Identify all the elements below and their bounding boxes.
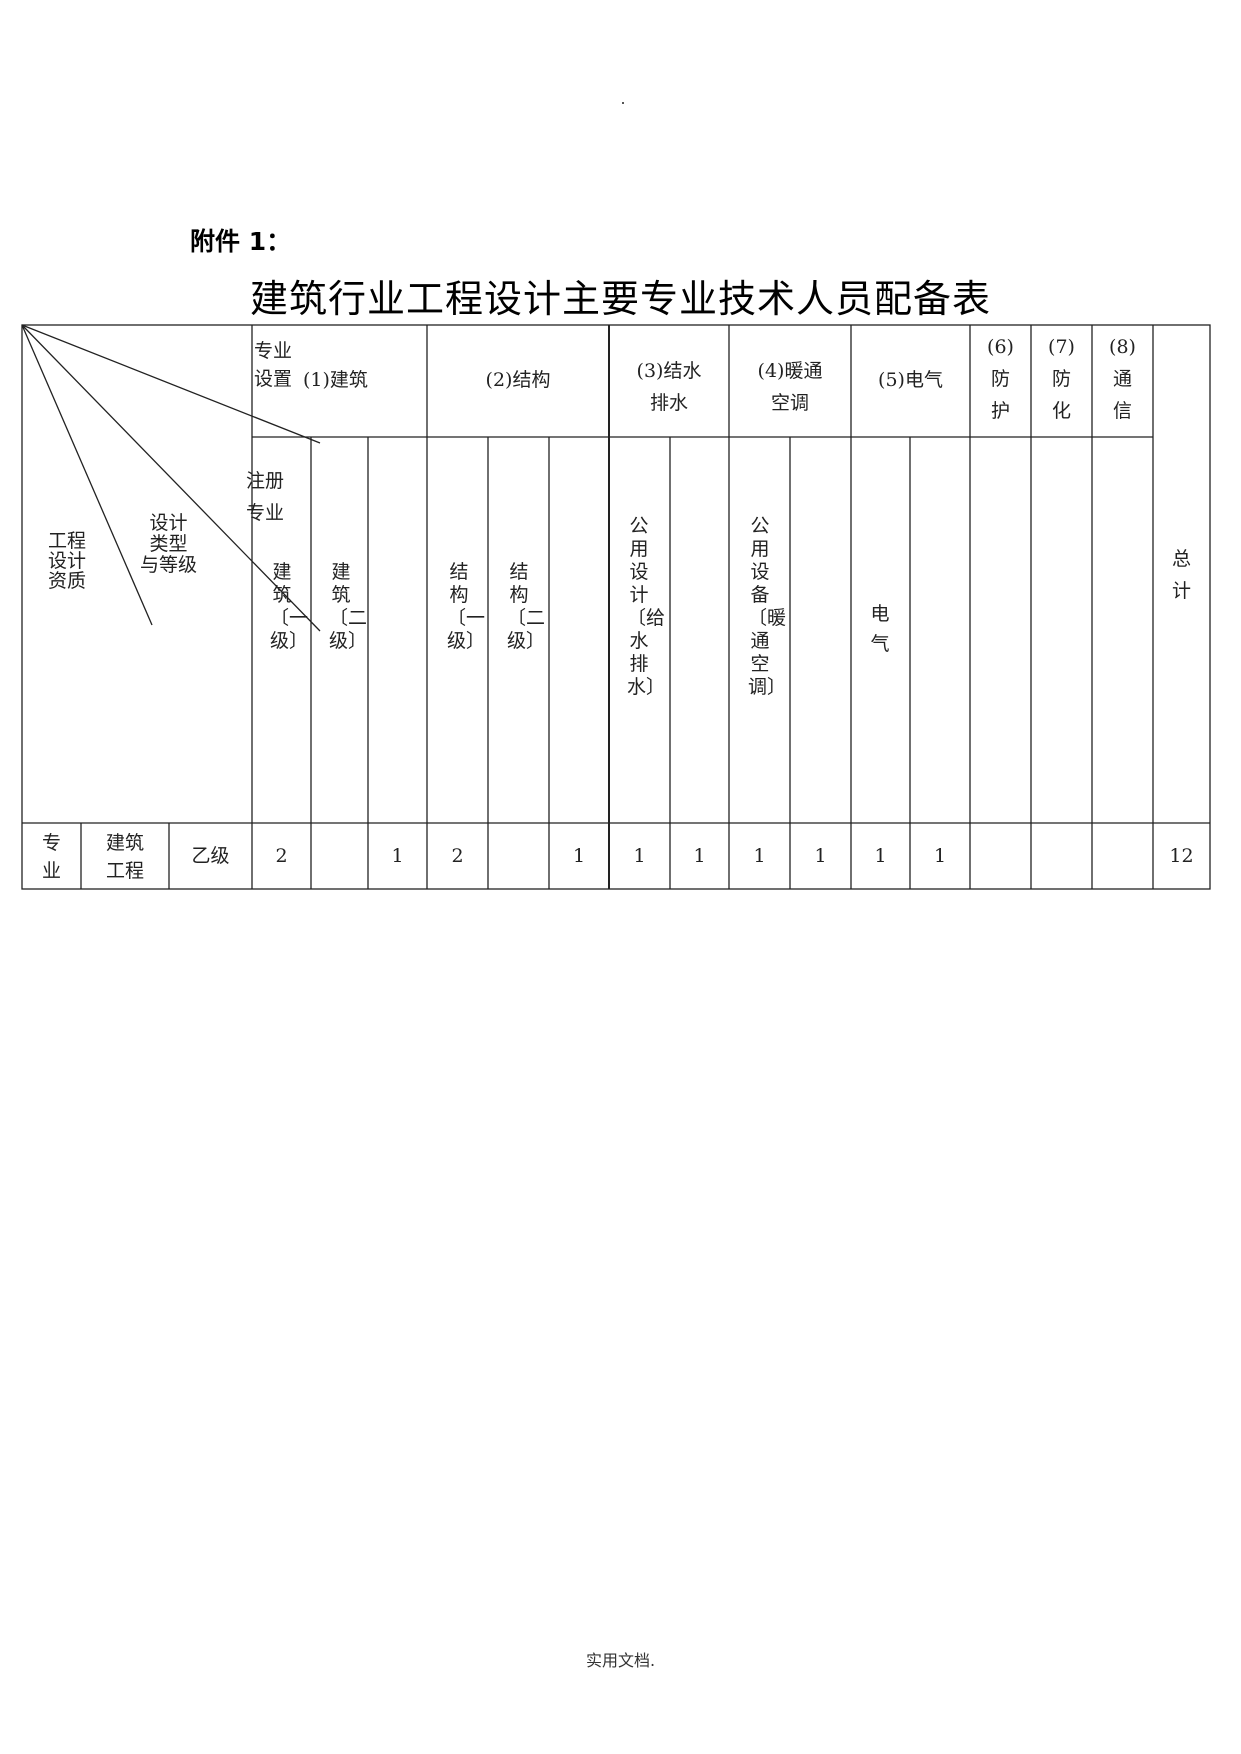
registered-architecture-2: 建筑〔二级〕 [329,561,368,652]
corner-engineering-qualification: 工程 设计 资质 [48,530,87,592]
page-title: 建筑行业工程设计主要专业技术人员配备表 [249,277,991,321]
group-communications: (8) 通 信 [1109,336,1136,422]
cell-electrical-1: 1 [874,845,887,867]
group-structure: (2)结构 [485,369,551,391]
group-chemical-defense: (7) 防 化 [1048,336,1075,422]
registered-electrical: 电气 [870,603,890,655]
cell-plumbing-2: 1 [693,845,706,867]
registered-plumbing: 公用设计〔给水排水〕 [627,515,666,698]
total-header: 总 计 [1171,548,1191,602]
corner-specialty-setup: 专业设置 [254,340,293,390]
cell-plumbing-1: 1 [633,845,646,867]
attachment-label: 附件 1： [190,227,292,256]
cell-struct-1: 2 [451,845,464,867]
page-footer: 实用文档. [585,1651,656,1670]
group-hvac: (4)暖通 空调 [757,360,823,414]
row-label-building-engineering: 建筑 工程 [105,832,144,882]
registered-structure-1: 结构〔一级〕 [447,561,486,652]
cell-arch-1: 2 [275,845,288,867]
page-dot [622,102,624,104]
cell-arch-3: 1 [391,845,404,867]
cell-electrical-2: 1 [933,845,947,867]
cell-hvac-2: 1 [814,845,827,867]
corner-registered-specialty: 注册专业 [246,470,285,524]
row-label-specialty: 专 业 [41,832,61,882]
group-protection: (6) 防 护 [987,336,1014,422]
registered-structure-2: 结构〔二级〕 [507,561,546,652]
row-grade: 乙级 [191,845,230,867]
group-electrical: (5)电气 [878,369,943,391]
cell-total: 12 [1169,845,1194,867]
staffing-table: 专业设置 注册专业 设计 类型 与等级 工程 设计 资质 (1)建筑 (2)结构… [21,324,1211,890]
registered-hvac: 公用设备〔暖通空调〕 [748,515,787,698]
table-grid [21,324,1211,890]
group-architecture: (1)建筑 [303,369,368,391]
group-plumbing: (3)结水 排水 [636,360,702,414]
registered-architecture-1: 建筑〔一级〕 [270,561,309,652]
corner-design-type-grade: 设计 类型 与等级 [140,512,198,576]
cell-struct-3: 1 [572,845,586,867]
cell-hvac-1: 1 [753,845,766,867]
